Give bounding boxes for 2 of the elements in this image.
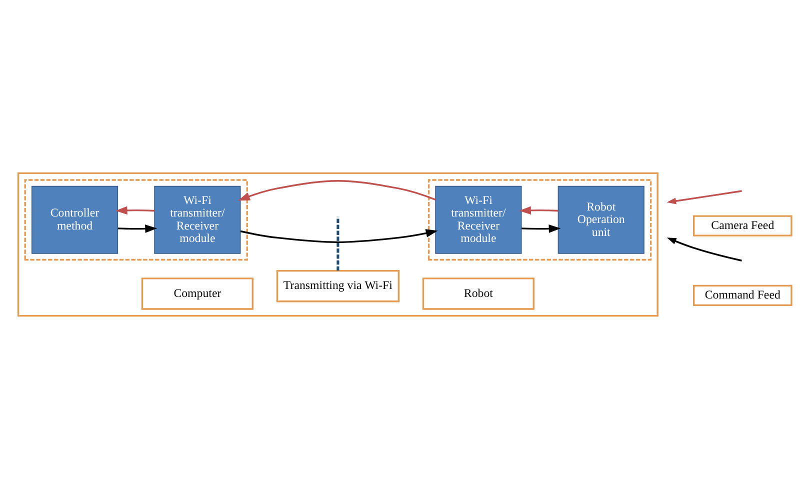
legend-label: Command Feed <box>704 287 780 302</box>
legend-label: Camera Feed <box>711 217 774 232</box>
